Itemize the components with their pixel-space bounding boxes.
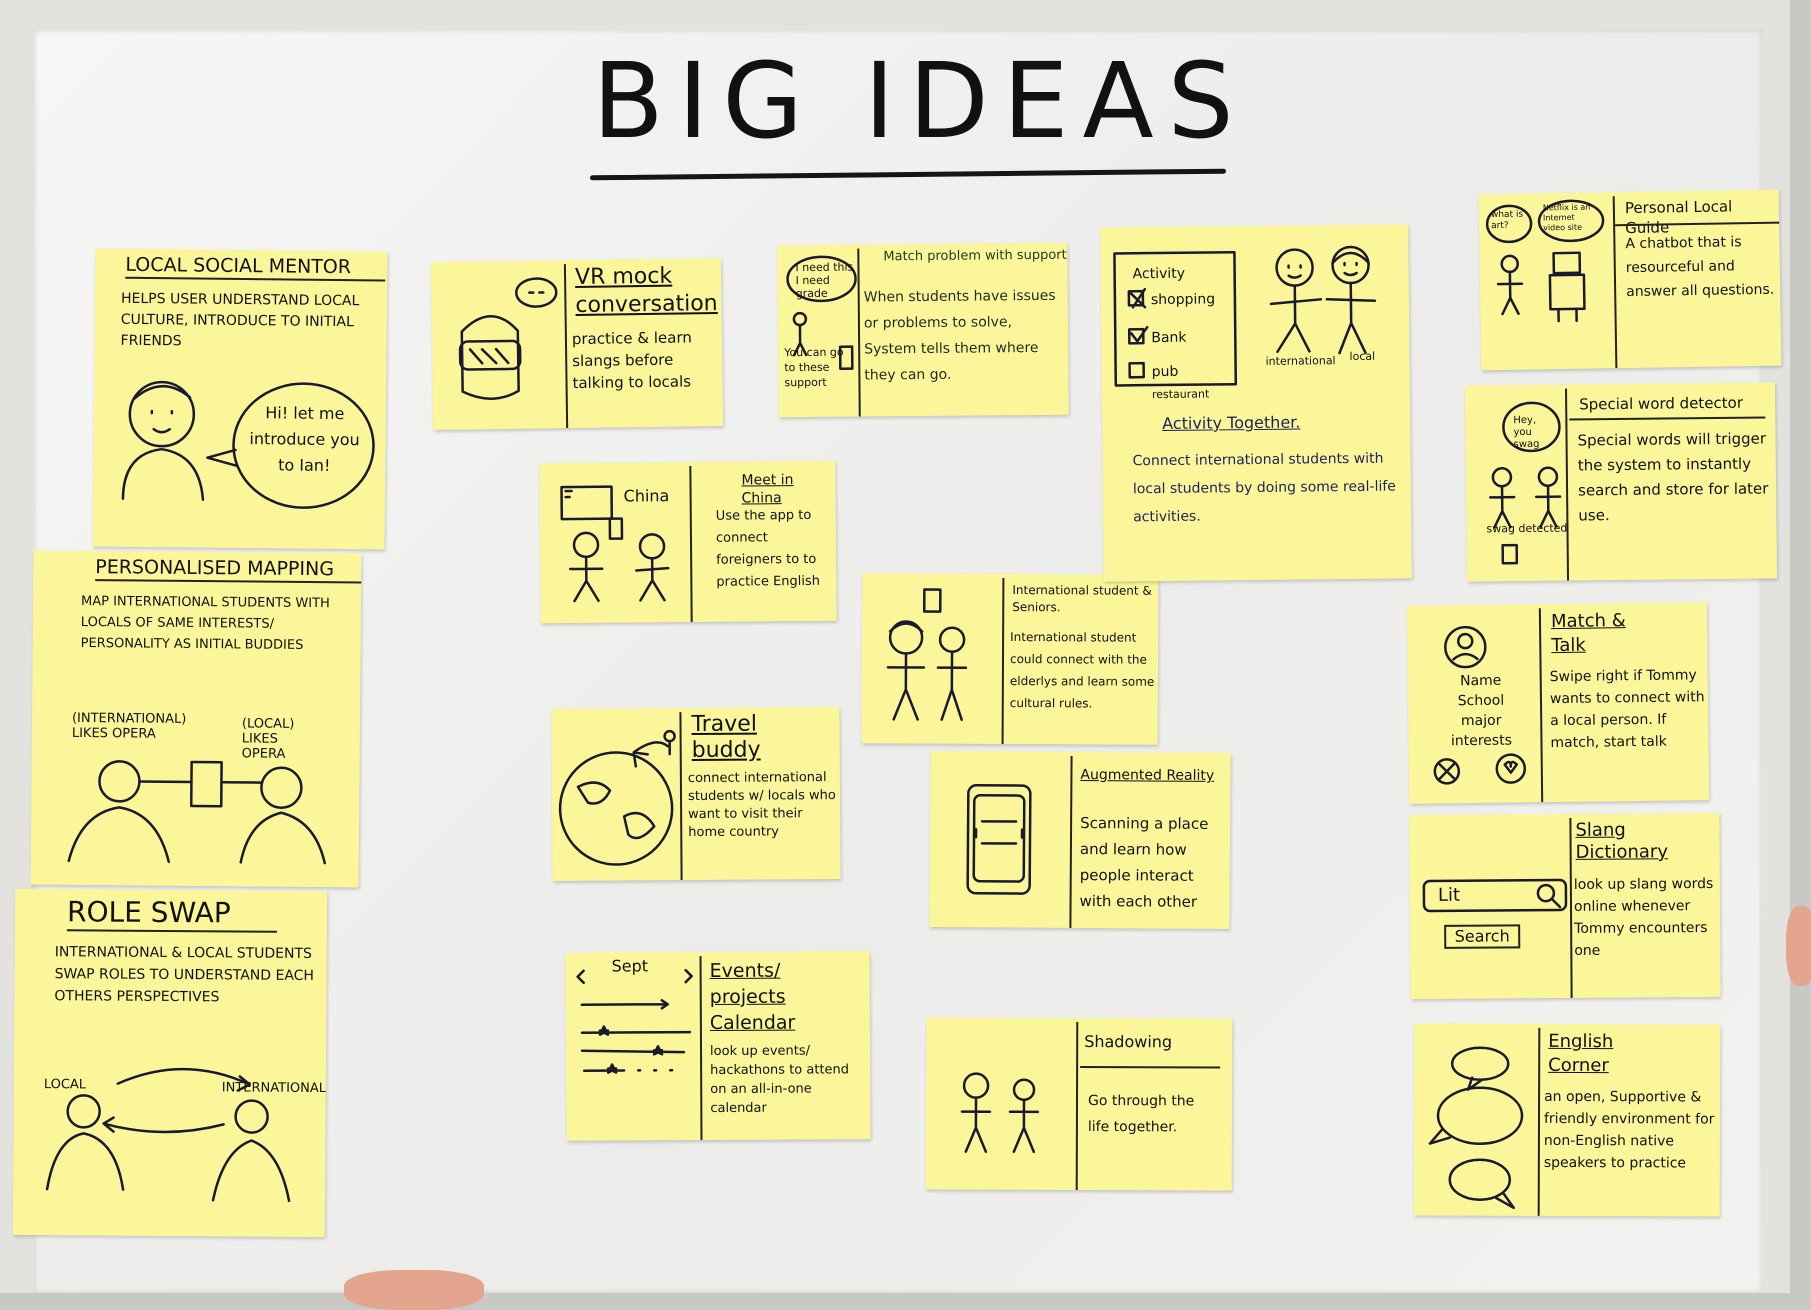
note-body: International student could connect with… — [1009, 630, 1155, 711]
local-label: local — [1349, 349, 1376, 364]
note-body: Go through the life together. — [1087, 1093, 1195, 1136]
checklist-item-1: shopping — [1150, 291, 1216, 309]
note-body: look up events/ hackathons to attend on … — [709, 1043, 850, 1117]
note-slang-dictionary: Lit Search Slang Dictionary look up slan… — [1409, 812, 1721, 1000]
divider — [1001, 577, 1005, 744]
detected-caption: swag detected — [1486, 521, 1568, 536]
divider — [1538, 608, 1544, 803]
divider — [563, 264, 569, 429]
note-augmented-reality: Augmented Reality Scanning a place and l… — [929, 750, 1231, 930]
note-personalised-mapping: PERSONALISED MAPPING MAP INTERNATIONAL S… — [30, 550, 362, 888]
two-people-icon — [960, 1072, 1040, 1154]
checklist-item-3: pub — [1151, 363, 1179, 381]
note-body: Scanning a place and learn how people in… — [1079, 814, 1209, 911]
note-local-social-mentor: LOCAL SOCIAL MENTOR HELPS USER UNDERSTAN… — [92, 248, 388, 550]
note-body: connect international students w/ locals… — [687, 770, 836, 841]
person-sketch-icon — [121, 380, 375, 509]
note-special-word-detector: Hey, you swag swag detected Special word… — [1464, 382, 1778, 582]
note-heading: Meet in China — [741, 472, 794, 507]
note-body: practice & learn slangs before talking t… — [571, 328, 692, 393]
side-text: You can go to these support — [784, 345, 844, 390]
speech-bubbles-icon — [1428, 1046, 1524, 1210]
flag-and-people-icon — [560, 485, 670, 603]
note-body: When students have issues or problems to… — [863, 287, 1056, 384]
note-international-seniors: International student & Seniors. Interna… — [861, 573, 1159, 745]
hand-bottom-edge — [344, 1270, 484, 1310]
page-title: BIG IDEAS — [592, 40, 1248, 162]
vr-headset-icon — [458, 277, 558, 400]
note-heading: Augmented Reality — [1080, 767, 1215, 784]
divider — [1075, 1021, 1079, 1190]
note-heading: English Corner — [1548, 1030, 1614, 1077]
note-body: MAP INTERNATIONAL STUDENTS WITH LOCALS O… — [80, 593, 330, 653]
search-button: Search — [1444, 924, 1521, 949]
profile-fields: Name School major interests — [1450, 672, 1513, 750]
note-role-swap: ROLE SWAP INTERNATIONAL & LOCAL STUDENTS… — [12, 888, 328, 1238]
hand-right-edge — [1786, 906, 1811, 986]
heading-underline — [1080, 1066, 1221, 1069]
note-travel-buddy: Travel buddy connect international stude… — [551, 706, 841, 882]
note-match-talk: Name School major interests Match & Talk… — [1406, 602, 1710, 804]
note-body: Special words will trigger the system to… — [1577, 429, 1769, 525]
bubble-text: Hey, you swag — [1513, 414, 1540, 451]
note-body: Connect international students with loca… — [1132, 450, 1396, 526]
note-body: an open, Supportive & friendly environme… — [1543, 1088, 1715, 1172]
calendar-icon — [576, 968, 693, 1074]
note-body: INTERNATIONAL & LOCAL STUDENTS SWAP ROLE… — [54, 944, 315, 1006]
globe-icon — [558, 729, 676, 866]
note-personal-local-guide: what is art? Netflix is an Internet vide… — [1478, 189, 1782, 371]
note-heading: Slang Dictionary — [1575, 819, 1669, 863]
note-body: HELPS USER UNDERSTAND LOCAL CULTURE, INT… — [120, 290, 360, 350]
international-label: international — [1265, 354, 1336, 368]
note-heading: Events/ projects Calendar — [709, 959, 796, 1035]
note-body: A chatbot that is resourceful and answer… — [1625, 234, 1775, 301]
checklist-item-2: Bank — [1151, 329, 1187, 347]
swap-arrows-icon — [45, 1067, 291, 1203]
sketch-label: China — [623, 486, 670, 506]
speech-bubble-text: Hi! let me introduce you to Ian! — [249, 403, 360, 475]
note-heading: International student & Seniors. — [1012, 583, 1152, 615]
search-input-value: Lit — [1437, 884, 1461, 906]
note-body: Swipe right if Tommy wants to connect wi… — [1549, 667, 1705, 752]
activity-checklist-icon — [1113, 250, 1238, 387]
phone-scan-icon — [966, 784, 1032, 895]
divider — [699, 956, 703, 1141]
note-body: Use the app to connect foreigners to to … — [715, 507, 821, 590]
bot-bubble-text: Netflix is an Internet video site — [1542, 202, 1591, 233]
note-vr-mock: VR mock conversation practice & learn sl… — [430, 257, 724, 431]
swag-detector-icon — [1488, 401, 1562, 565]
two-friends-icon — [1269, 245, 1377, 355]
checklist-item-4: restaurant — [1151, 387, 1210, 402]
bubble-text: I need this I need grade — [795, 260, 854, 301]
note-heading: Match problem with support — [883, 247, 1067, 265]
note-heading: Travel buddy — [691, 711, 761, 764]
profile-card-icon — [1433, 625, 1527, 785]
note-activity-together: Activity shopping Bank pub restaurant in… — [1100, 224, 1412, 582]
left-person-label: (INTERNATIONAL) LIKES OPERA — [71, 710, 187, 742]
note-heading: Activity Together. — [1162, 412, 1301, 433]
chatbot-icon — [1485, 199, 1605, 323]
checklist-title: Activity — [1132, 265, 1186, 283]
matched-people-icon — [67, 760, 326, 865]
heading-underline — [1569, 416, 1766, 421]
user-bubble-text: what is art? — [1490, 209, 1524, 232]
search-icon — [1422, 878, 1568, 913]
note-shadowing: Shadowing Go through the life together. — [925, 1017, 1233, 1191]
note-heading: Special word detector — [1579, 393, 1744, 414]
divider — [1069, 755, 1073, 928]
student-question-icon — [786, 255, 857, 370]
note-match-problem: Match problem with support I need this I… — [777, 242, 1069, 418]
note-heading: LOCAL SOCIAL MENTOR — [125, 252, 386, 282]
note-heading: PERSONALISED MAPPING — [95, 555, 362, 584]
note-english-corner: English Corner an open, Supportive & fri… — [1413, 1023, 1721, 1217]
note-body: look up slang words online whenever Tomm… — [1573, 875, 1714, 959]
student-senior-icon — [886, 588, 968, 721]
note-heading: ROLE SWAP — [66, 895, 278, 933]
note-heading: Match & Talk — [1550, 610, 1626, 657]
note-events-calendar: Sept Events/ projects Calendar look up e… — [565, 951, 871, 1141]
note-meet-in-china: China Meet in China Use the app to conne… — [539, 460, 837, 624]
note-heading: Shadowing — [1084, 1032, 1173, 1052]
note-heading: VR mock conversation — [574, 263, 718, 319]
